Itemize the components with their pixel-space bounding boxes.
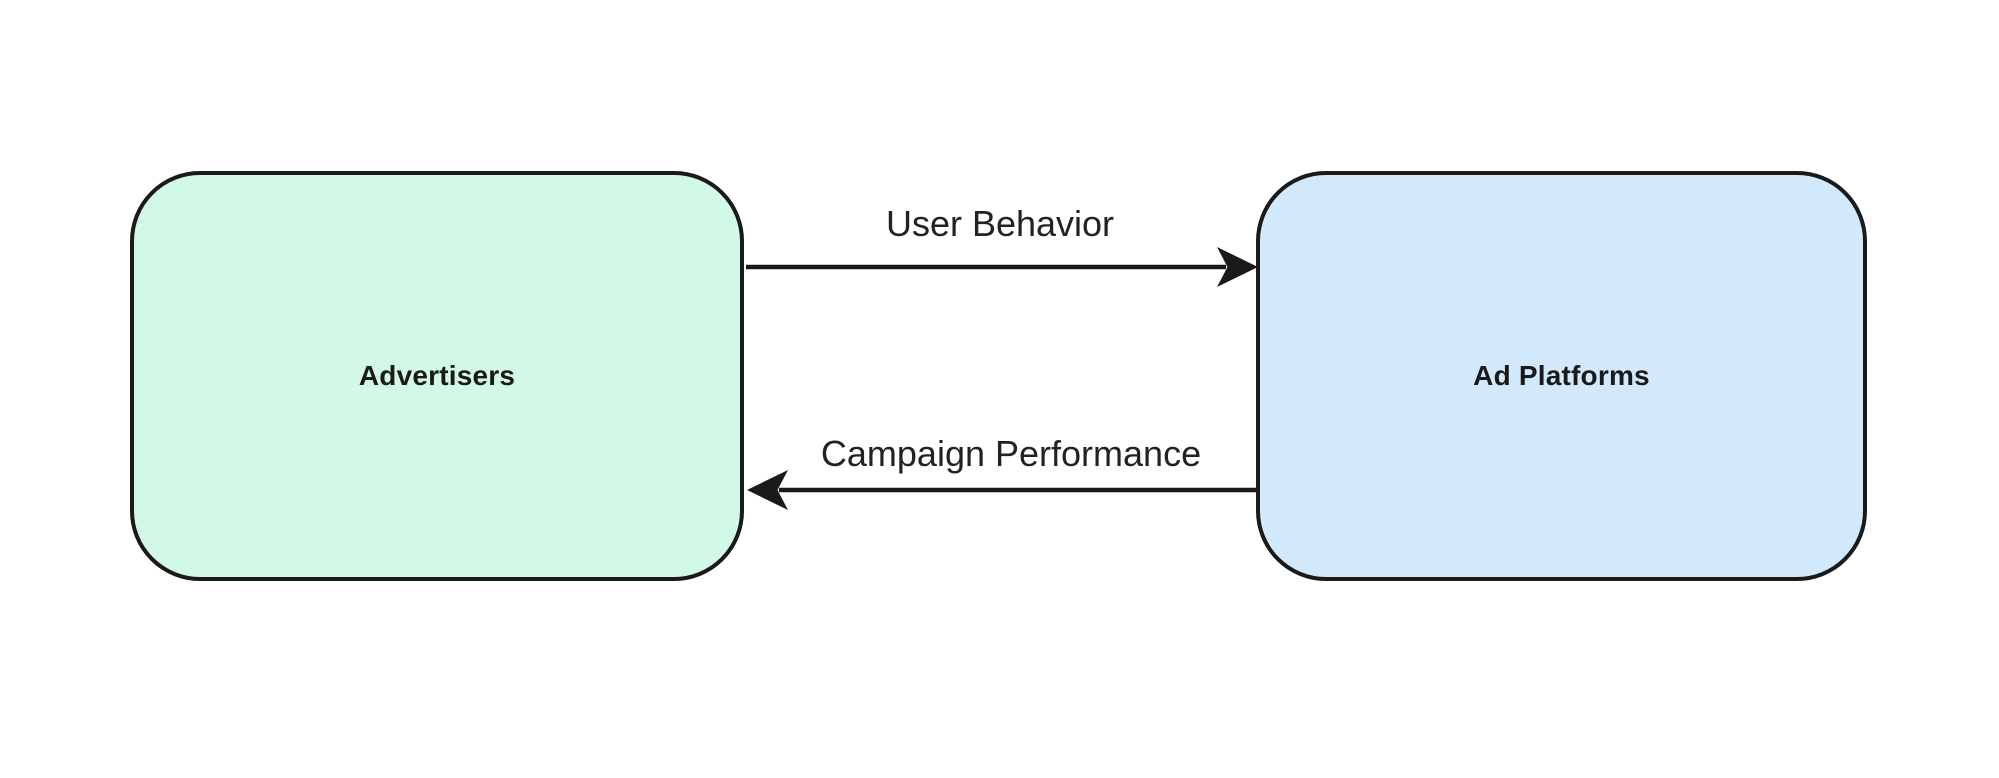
node-advertisers-label: Advertisers [358, 360, 516, 391]
arrowhead-left-icon [747, 470, 788, 510]
node-ad-platforms-label: Ad Platforms [1473, 360, 1650, 391]
node-advertisers: Advertisers [130, 171, 744, 581]
edge-campaign-performance-arrow [747, 470, 1257, 510]
edge-label-user-behavior: User Behavior [885, 203, 1115, 244]
node-ad-platforms: Ad Platforms [1256, 171, 1867, 581]
edge-user-behavior-arrow [746, 247, 1258, 287]
arrowhead-right-icon [1217, 247, 1258, 287]
edge-label-campaign-performance: Campaign Performance [820, 433, 1202, 474]
